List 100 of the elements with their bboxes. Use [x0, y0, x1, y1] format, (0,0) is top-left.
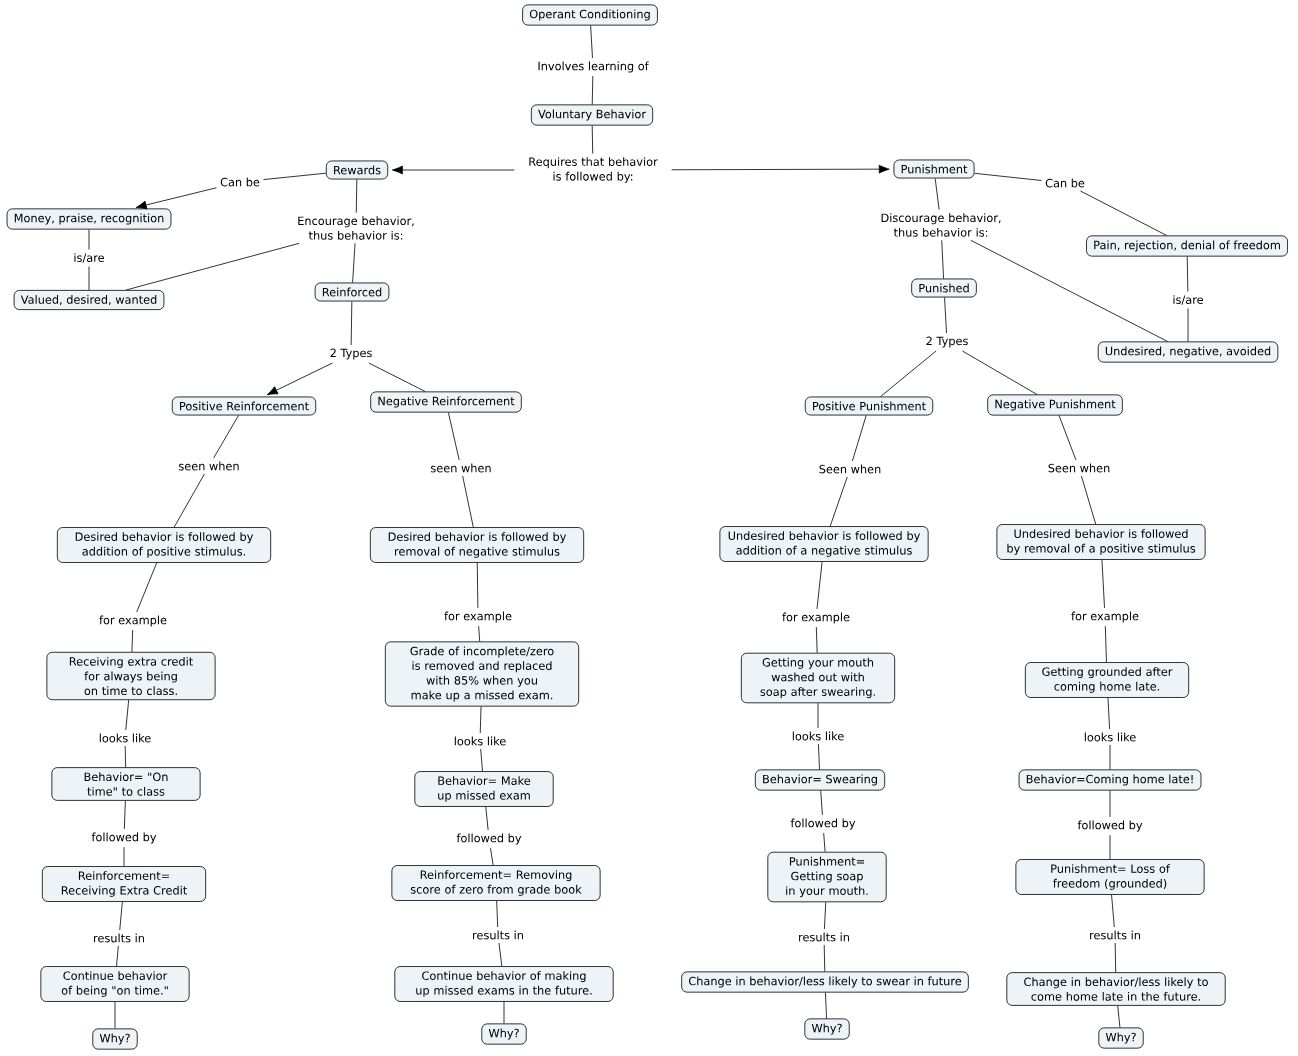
connector	[125, 242, 300, 291]
connector	[1114, 942, 1117, 973]
concept-box: Undesired behavior is followed by removal of a positive stimulus	[996, 524, 1206, 560]
linking-phrase: followed by	[790, 818, 856, 830]
concept-box: Voluntary Behavior	[530, 104, 654, 126]
connector	[824, 901, 827, 930]
linking-phrase: for example	[444, 611, 512, 623]
connector	[123, 846, 125, 867]
concept-box: Why?	[804, 1018, 850, 1040]
connector	[135, 187, 217, 210]
connector	[825, 992, 827, 1019]
connector	[1080, 190, 1167, 236]
linking-phrase: Seen when	[1048, 463, 1110, 473]
linking-phrase: for example	[782, 612, 850, 624]
connector	[266, 362, 333, 396]
connector	[124, 745, 127, 768]
concept-box: Why?	[92, 1028, 138, 1050]
concept-box: Reinforced	[314, 282, 390, 302]
connector	[119, 901, 123, 931]
concept-box: Reinforcement= Removing score of zero from grade book	[391, 865, 601, 901]
concept-box: Continue behavior of being "on time."	[40, 966, 190, 1002]
linking-phrase: is/are	[1173, 295, 1204, 305]
connector	[818, 743, 820, 770]
connector	[591, 125, 594, 154]
connector	[1101, 559, 1105, 609]
linking-phrase: followed by	[456, 833, 522, 845]
connector	[88, 266, 90, 291]
connector	[480, 748, 483, 772]
concept-box: Punishment= Getting soap in your mouth.	[767, 851, 887, 903]
concept-box: Behavior= Make up missed exam	[414, 771, 554, 807]
concept-box: Change in behavior/less likely to come home late in the future.	[1006, 972, 1226, 1006]
connector	[974, 172, 1042, 181]
connector	[1117, 1005, 1121, 1028]
connector	[476, 562, 479, 609]
connector	[350, 301, 353, 346]
concept-box: Negative Reinforcement	[370, 391, 522, 413]
concept-box: Undesired, negative, avoided	[1097, 341, 1279, 363]
linking-phrase: results in	[473, 930, 523, 940]
connector	[816, 561, 823, 610]
connector	[934, 178, 940, 211]
connector	[970, 239, 1168, 342]
linking-phrase: followed by	[91, 832, 157, 844]
connector	[136, 562, 158, 613]
linking-phrase: Involves learning of	[538, 61, 649, 73]
concept-box: Behavior= Swearing	[754, 769, 886, 791]
linking-phrase: followed by	[1077, 820, 1143, 832]
linking-phrase: results in	[94, 933, 144, 943]
concept-box: Desired behavior is followed by removal of negative stimulus	[369, 527, 585, 563]
connector	[490, 847, 494, 866]
concept-box: Reinforcement= Receiving Extra Credit	[41, 866, 207, 902]
concept-box: Valued, desired, wanted	[13, 289, 165, 311]
linking-phrase: looks like	[454, 736, 506, 746]
connector	[815, 626, 818, 654]
concept-box: Rewards	[325, 160, 389, 180]
linking-phrase: results in	[799, 932, 849, 942]
concept-box: Operant Conditioning	[522, 4, 658, 26]
connector	[496, 900, 499, 928]
connector	[1109, 790, 1111, 818]
connector	[478, 625, 481, 642]
concept-box: Continue behavior of making up missed exams in the future.	[394, 966, 614, 1002]
concept-box: Getting your mouth washed out with soap after swearing.	[740, 652, 896, 704]
concept-box: Punishment	[893, 159, 975, 179]
concept-box: Behavior= "On time" to class	[51, 767, 201, 801]
concept-box: Grade of incomplete/zero is removed and replaced with 85% when you make up a missed exam.	[384, 641, 580, 707]
connector	[823, 944, 826, 972]
connector	[962, 350, 1038, 395]
linking-phrase: Requires that behavior is followed by:	[529, 157, 658, 183]
linking-phrase: Can be	[1045, 178, 1085, 188]
concept-box: Punishment= Loss of freedom (grounded)	[1015, 859, 1205, 895]
connector	[123, 800, 126, 830]
connector	[1186, 256, 1189, 292]
concept-box: Behavior=Coming home late!	[1018, 769, 1202, 791]
connector	[590, 25, 593, 59]
concept-box: Why?	[1098, 1027, 1144, 1049]
connector	[173, 473, 205, 528]
connector	[448, 412, 460, 461]
connector	[1081, 475, 1097, 525]
linking-phrase: looks like	[792, 731, 844, 741]
connector	[1109, 744, 1111, 770]
concept-box: Undesired behavior is followed by addition of a negative stimulus	[719, 526, 929, 562]
connector	[823, 832, 826, 853]
connector	[880, 350, 937, 397]
connector	[820, 790, 823, 816]
linking-phrase: looks like	[1084, 732, 1136, 742]
connector	[1104, 625, 1107, 663]
concept-box: Negative Punishment	[987, 394, 1123, 416]
concept-box: Money, praise, recognition	[6, 208, 172, 230]
linking-phrase: is/are	[74, 253, 104, 263]
connector	[213, 415, 239, 459]
concept-box: Pain, rejection, denial of freedom	[1086, 235, 1288, 257]
connector	[392, 165, 515, 175]
linking-phrase: seen when	[431, 463, 491, 473]
connector	[941, 239, 944, 279]
connector	[485, 806, 489, 831]
linking-phrase: Encourage behavior, thus behavior is:	[298, 216, 414, 240]
connector	[1107, 697, 1110, 730]
connector	[479, 706, 482, 734]
linking-phrase: seen when	[179, 461, 239, 471]
connector	[591, 75, 594, 105]
connector	[1058, 415, 1077, 461]
